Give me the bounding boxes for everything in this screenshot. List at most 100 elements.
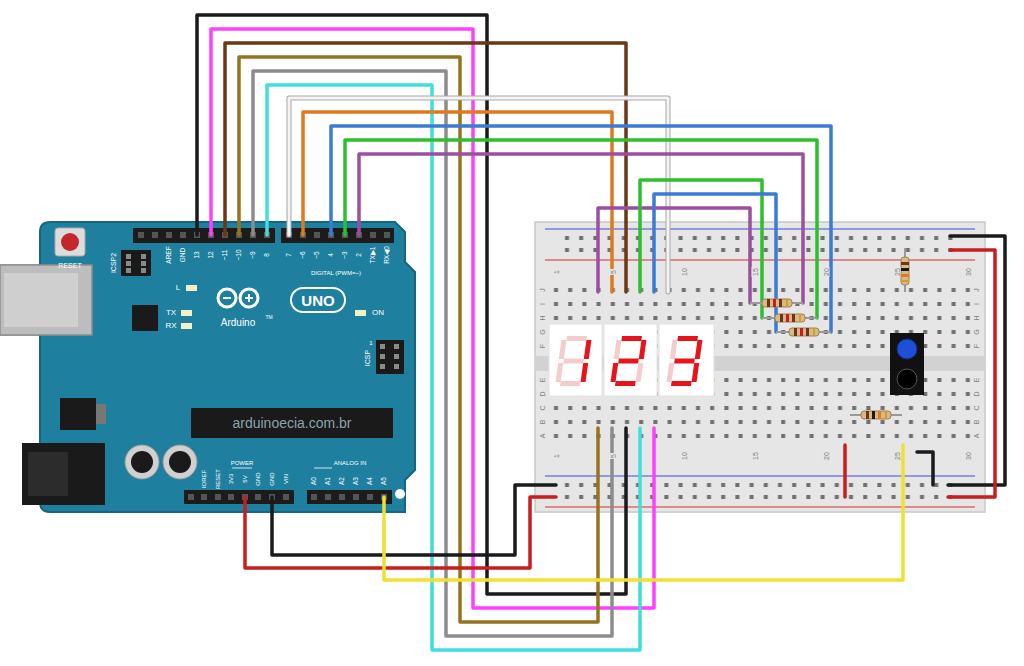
pin (141, 254, 146, 259)
dc-jack (22, 443, 105, 505)
pin-hole (215, 494, 221, 500)
led (355, 310, 366, 316)
resistor-body (775, 314, 805, 322)
digit (610, 336, 647, 386)
pin (141, 261, 146, 266)
segment-off (559, 340, 567, 359)
column-number: 5 (609, 269, 616, 275)
header-pins (126, 254, 146, 273)
pin-label: VIN (283, 473, 289, 485)
pin-hole (188, 494, 194, 500)
column-number: 25 (893, 267, 900, 277)
segment-off (636, 363, 644, 382)
segment-on (584, 340, 592, 359)
pin (380, 344, 385, 349)
resistor-body (861, 411, 891, 419)
segment-off (667, 363, 675, 382)
digit (555, 336, 592, 386)
row-letter: I (973, 302, 980, 306)
column-number: 10 (680, 451, 687, 461)
row-letter: B (539, 419, 546, 426)
logo-minus (223, 297, 231, 299)
power-wire (948, 250, 995, 497)
mounting-hole (395, 489, 405, 499)
resistor-band (806, 328, 809, 336)
led (186, 285, 197, 291)
segment-on (695, 340, 703, 359)
row-letter: C (539, 404, 546, 411)
resistor-band (779, 299, 782, 307)
rail-line (545, 506, 975, 507)
icsp2-header (121, 250, 151, 276)
watermark: arduinoecia.com.br (231, 416, 352, 430)
board-model: UNO (300, 293, 335, 308)
analog-header (307, 490, 392, 504)
capacitor (163, 445, 197, 479)
pin-label: 5V (242, 474, 248, 483)
breadboard-body (535, 222, 985, 512)
segment-off (560, 381, 581, 386)
led-label: ON (371, 309, 385, 317)
pin-label: A5 (381, 476, 388, 486)
microcontroller-chip (191, 408, 393, 438)
resistor-band (872, 411, 875, 419)
resistor-band (786, 314, 789, 322)
segment-off (563, 359, 584, 364)
segment-off (614, 340, 622, 359)
pin-hole (255, 494, 261, 500)
pin-label: 7 (286, 252, 293, 258)
resistor-band (901, 262, 909, 265)
usb-connector (0, 265, 92, 335)
resistor-body (789, 328, 819, 336)
row-letter: H (539, 314, 546, 321)
pin (394, 354, 399, 359)
header-label: ICSP2 (110, 252, 117, 274)
pin-label: GND (180, 247, 187, 263)
column-number: 25 (893, 451, 900, 461)
resistor-band (878, 411, 881, 419)
column-number: 30 (964, 267, 971, 277)
pin-label: GND (269, 471, 275, 486)
row-letter: D (973, 390, 980, 397)
resistors (750, 248, 909, 419)
row-letter: E (539, 377, 546, 384)
icsp-header (376, 340, 404, 374)
segment-on (621, 336, 642, 341)
pin-hole (152, 232, 158, 238)
pin (126, 254, 131, 259)
arduino-logo (218, 289, 258, 307)
row-letter: J (539, 287, 546, 293)
column-number: 1 (553, 269, 560, 275)
pin-label: 1 (368, 340, 373, 346)
regulator-tab (96, 404, 106, 424)
capacitor (125, 445, 159, 479)
column-number: 30 (964, 451, 971, 461)
pin-hole (138, 232, 144, 238)
wire (345, 140, 817, 318)
led-label: L (175, 284, 181, 292)
led-label: RX (164, 322, 177, 330)
resistor-symbol (901, 248, 909, 292)
seven-segment-display (549, 324, 714, 396)
row-letter: G (973, 328, 980, 335)
segment-on (677, 336, 698, 341)
header-label: ANALOG IN (333, 460, 368, 466)
resistor-band (813, 328, 815, 336)
column-number: 5 (609, 453, 616, 459)
breadboard (535, 222, 985, 512)
power-wire (245, 497, 556, 568)
pin-label: ~9 (250, 250, 257, 259)
segment-off (556, 363, 564, 382)
led (181, 323, 192, 329)
rail-line (545, 475, 975, 476)
segment-on (671, 381, 692, 386)
rail-line (545, 259, 975, 260)
pin-hole (228, 494, 234, 500)
header-label: ICSP (364, 349, 371, 367)
segment-on (692, 363, 700, 382)
pin-label: 13 (194, 250, 201, 259)
resistor-band (901, 274, 909, 277)
segment-on (581, 363, 589, 382)
led-label: TX (165, 309, 177, 317)
resistor-symbol (850, 411, 902, 419)
